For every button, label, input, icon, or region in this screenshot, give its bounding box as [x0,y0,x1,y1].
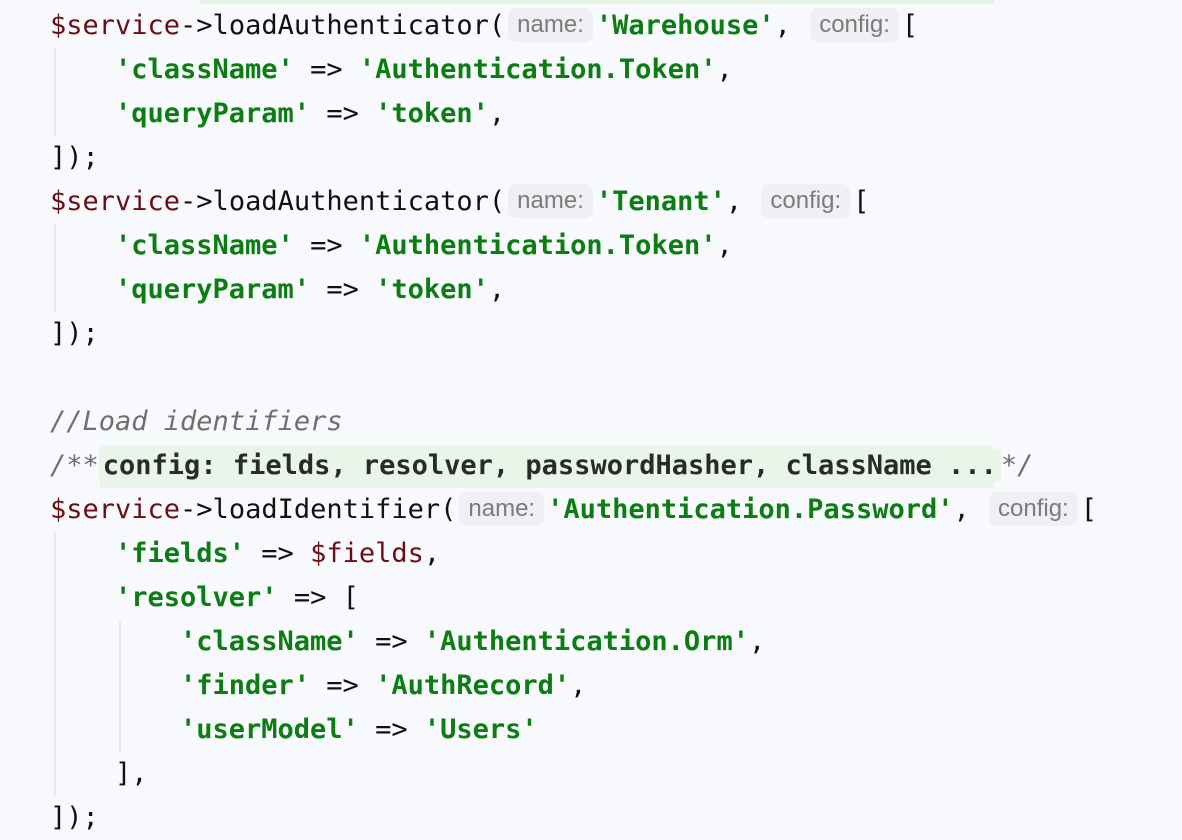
code-text: => [358,714,424,745]
code-text: ->loadAuthenticator( [180,10,506,41]
code-text: => [358,626,424,657]
indent-guide [119,620,121,752]
code-text: ]); [50,802,99,833]
code-string: 'queryParam' [115,98,311,129]
code-string: 'Authentication.Password' [547,494,954,525]
code-text: => [310,98,376,129]
code-text: , [748,626,766,657]
code-line[interactable]: 'queryParam' => 'token', [115,268,505,312]
code-string: 'resolver' [115,582,278,613]
code-line[interactable]: ], [115,752,148,796]
code-text: , [423,538,441,569]
code-line[interactable]: $service->loadAuthenticator(name:'Wareho… [50,4,918,48]
code-line[interactable]: 'queryParam' => 'token', [115,92,505,136]
code-line[interactable]: /**config: fields, resolver, passwordHas… [50,444,1033,488]
code-line[interactable]: 'resolver' => [ [115,576,359,620]
code-text: => [245,538,311,569]
code-string: 'Tenant' [595,186,726,217]
code-line[interactable]: 'userModel' => 'Users' [180,708,538,752]
code-variable: $service [50,494,181,525]
line-highlight [200,0,994,4]
code-string: 'token' [375,274,489,305]
code-string: 'AuthRecord' [375,670,571,701]
parameter-hint: name: [508,184,593,218]
code-string: 'fields' [115,538,246,569]
code-text: , [774,10,808,41]
code-text: => [293,230,359,261]
code-text: => [310,274,376,305]
parameter-hint: config: [761,184,851,218]
parameter-hint: config: [989,492,1078,526]
code-string: 'Authentication.Token' [358,230,717,261]
code-text: => [310,670,376,701]
code-text: ]); [50,318,99,349]
code-string: 'className' [180,626,359,657]
code-string: 'finder' [180,670,311,701]
code-string: 'Authentication.Token' [358,54,717,85]
code-comment: */ [1000,450,1034,481]
parameter-hint: config: [810,8,899,42]
code-text: [ [1080,494,1097,525]
code-text: ]); [50,142,99,173]
code-string: 'userModel' [180,714,359,745]
indent-guide [54,532,56,796]
code-text: ->loadIdentifier( [180,494,457,525]
code-line[interactable]: ]); [50,796,99,840]
code-string: 'className' [115,230,294,261]
parameter-hint: name: [459,492,545,526]
parameter-hint: name: [508,8,593,42]
folded-comment-text[interactable]: config: fields, resolver, passwordHasher… [98,450,1001,481]
code-line[interactable]: 'finder' => 'AuthRecord', [180,664,586,708]
code-string: 'Users' [423,714,538,745]
code-text: , [488,274,506,305]
code-variable: $service [50,10,181,41]
code-line[interactable]: 'className' => 'Authentication.Orm', [180,620,765,664]
code-line[interactable]: //Load identifiers [50,400,343,444]
code-text: , [570,670,587,701]
code-text: [ [853,186,870,217]
code-text: , [716,230,733,261]
code-text: , [488,98,506,129]
code-text: ->loadAuthenticator( [180,186,506,217]
code-comment: /** [50,450,99,481]
indent-guide [54,48,56,136]
code-text: => [ [277,582,359,613]
code-line[interactable]: 'className' => 'Authentication.Token', [115,224,733,268]
code-text: [ [901,10,919,41]
code-string: 'Authentication.Orm' [423,626,749,657]
code-line[interactable]: $service->loadIdentifier(name:'Authentic… [50,488,1097,532]
code-comment: //Load identifiers [50,406,343,437]
code-line[interactable]: 'className' => 'Authentication.Token', [115,48,733,92]
code-variable: $service [50,186,181,217]
code-line[interactable]: ]); [50,312,99,356]
code-line[interactable]: $service->loadAuthenticator(name:'Tenant… [50,180,869,224]
code-string: 'token' [375,98,489,129]
code-text: , [716,54,733,85]
code-string: 'Warehouse' [595,10,775,41]
code-line[interactable]: ]); [50,136,99,180]
code-text: => [293,54,359,85]
code-text: , [725,186,759,217]
code-string: 'className' [115,54,294,85]
code-text: ], [115,758,148,789]
indent-guide [54,224,56,312]
code-string: 'queryParam' [115,274,311,305]
code-variable: $fields [310,538,424,569]
code-text: , [953,494,986,525]
code-line[interactable]: 'fields' => $fields, [115,532,440,576]
